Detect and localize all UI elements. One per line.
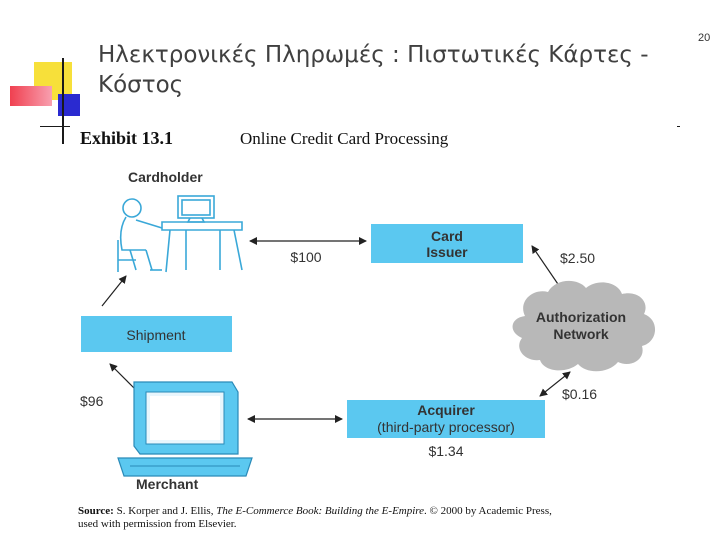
cardholder-icon xyxy=(118,196,242,272)
page-number: 20 xyxy=(698,32,710,44)
source-publisher: . © 2000 by Academic Press, xyxy=(424,505,552,517)
card-issuer-line2: Issuer xyxy=(426,244,468,260)
exhibit-diagram: Exhibit 13.1 Online Credit Card Processi… xyxy=(70,120,677,535)
exhibit-caption: Online Credit Card Processing xyxy=(240,129,449,148)
acquirer-line2: (third-party processor) xyxy=(377,419,515,435)
amount-merchant: $96 xyxy=(80,393,104,409)
auth-network-line2: Network xyxy=(553,326,608,342)
amount-network-acquirer: $0.16 xyxy=(562,386,597,402)
shipment-label: Shipment xyxy=(126,327,185,343)
merchant-label: Merchant xyxy=(136,476,199,492)
slide-title: Ηλεκτρονικές Πληρωμές : Πιστωτικές Κάρτε… xyxy=(98,40,688,100)
exhibit-number: Exhibit 13.1 xyxy=(80,128,173,148)
card-issuer-line1: Card xyxy=(431,228,463,244)
deco-vertical-line xyxy=(62,58,64,144)
deco-red-bar xyxy=(10,86,52,106)
merchant-computer-icon xyxy=(118,382,252,476)
amount-issuer-network: $2.50 xyxy=(560,250,595,266)
cardholder-label: Cardholder xyxy=(128,169,203,185)
auth-network-line1: Authorization xyxy=(536,309,626,325)
amount-acquirer-merchant: $1.34 xyxy=(428,443,463,459)
amount-cardholder-issuer: $100 xyxy=(290,249,321,265)
source-label: Source: xyxy=(78,505,114,517)
exhibit-figure: Exhibit 13.1 Online Credit Card Processi… xyxy=(70,120,677,535)
source-book-title: The E-Commerce Book: Building the E-Empi… xyxy=(216,505,424,517)
acquirer-line1: Acquirer xyxy=(417,402,475,418)
source-authors: S. Korper and J. Ellis, xyxy=(114,505,216,517)
arrow-shipment-cardholder xyxy=(102,276,126,306)
source-credit-line2: used with permission from Elsevier. xyxy=(78,518,237,530)
source-credit-line1: Source: S. Korper and J. Ellis, The E-Co… xyxy=(78,505,552,517)
